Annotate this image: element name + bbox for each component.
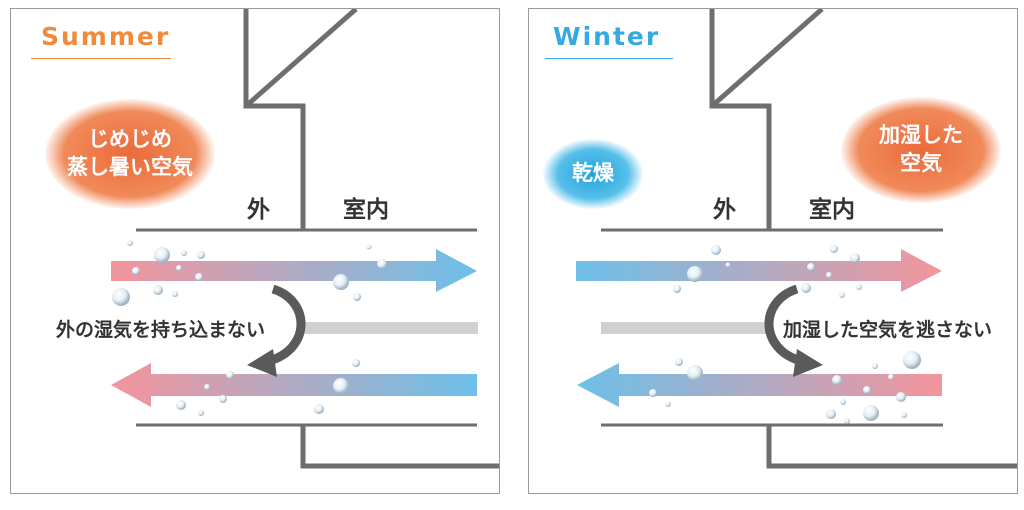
moisture-droplets <box>649 245 921 424</box>
exhaust-arrow <box>111 363 477 407</box>
humid-air-text: じめじめ 蒸し暑い空気 <box>45 125 215 181</box>
summer-caption: 外の湿気を持ち込まない <box>56 319 266 341</box>
indoor-label: 室内 <box>809 197 855 223</box>
humidified-air-line1: 加湿した <box>879 123 963 147</box>
summer-title-underline <box>31 58 171 59</box>
exhaust-arrow <box>577 363 942 407</box>
dry-air-blob <box>543 139 643 209</box>
humid-air-line1: じめじめ <box>88 127 172 151</box>
house-floor-outline <box>300 425 499 469</box>
turn-arrow-head <box>793 349 823 377</box>
indoor-label: 室内 <box>343 197 389 223</box>
winter-diagram <box>576 9 1017 469</box>
house-roof-slope <box>244 9 358 108</box>
summer-title: Summer <box>41 22 171 51</box>
humidified-air-text: 加湿した 空気 <box>841 121 1001 177</box>
humid-air-blob <box>45 99 215 209</box>
filter-bar <box>297 322 478 334</box>
winter-title: Winter <box>553 22 661 51</box>
intake-arrow <box>111 249 477 292</box>
summer-diagram <box>111 9 499 469</box>
turn-arrow <box>267 284 306 366</box>
outside-label: 外 <box>713 197 736 223</box>
turn-arrow-head <box>247 349 277 377</box>
house-floor-outline <box>766 425 1017 469</box>
filter-bar <box>601 322 771 334</box>
humidified-air-line2: 空気 <box>900 151 942 175</box>
turn-arrow <box>764 284 803 366</box>
humidified-air-blob <box>841 97 1001 203</box>
house-roof-outline <box>709 9 772 229</box>
humid-air-line2: 蒸し暑い空気 <box>67 155 193 179</box>
dry-air-text: 乾燥 <box>572 161 614 185</box>
winter-caption: 加湿した空気を逃さない <box>783 319 993 341</box>
house-roof-outline <box>243 9 306 229</box>
summer-panel: Summer じめじめ 蒸し暑い空気 外 室内 外の湿気を持ち込まない <box>10 8 500 494</box>
intake-arrow <box>576 249 942 292</box>
house-roof-slope <box>710 9 824 108</box>
winter-panel: Winter 乾燥 加湿した 空気 外 室内 加湿した空気を逃さない <box>528 8 1018 494</box>
moisture-droplets <box>112 240 387 416</box>
winter-title-underline <box>545 58 673 59</box>
outside-label: 外 <box>247 197 270 223</box>
